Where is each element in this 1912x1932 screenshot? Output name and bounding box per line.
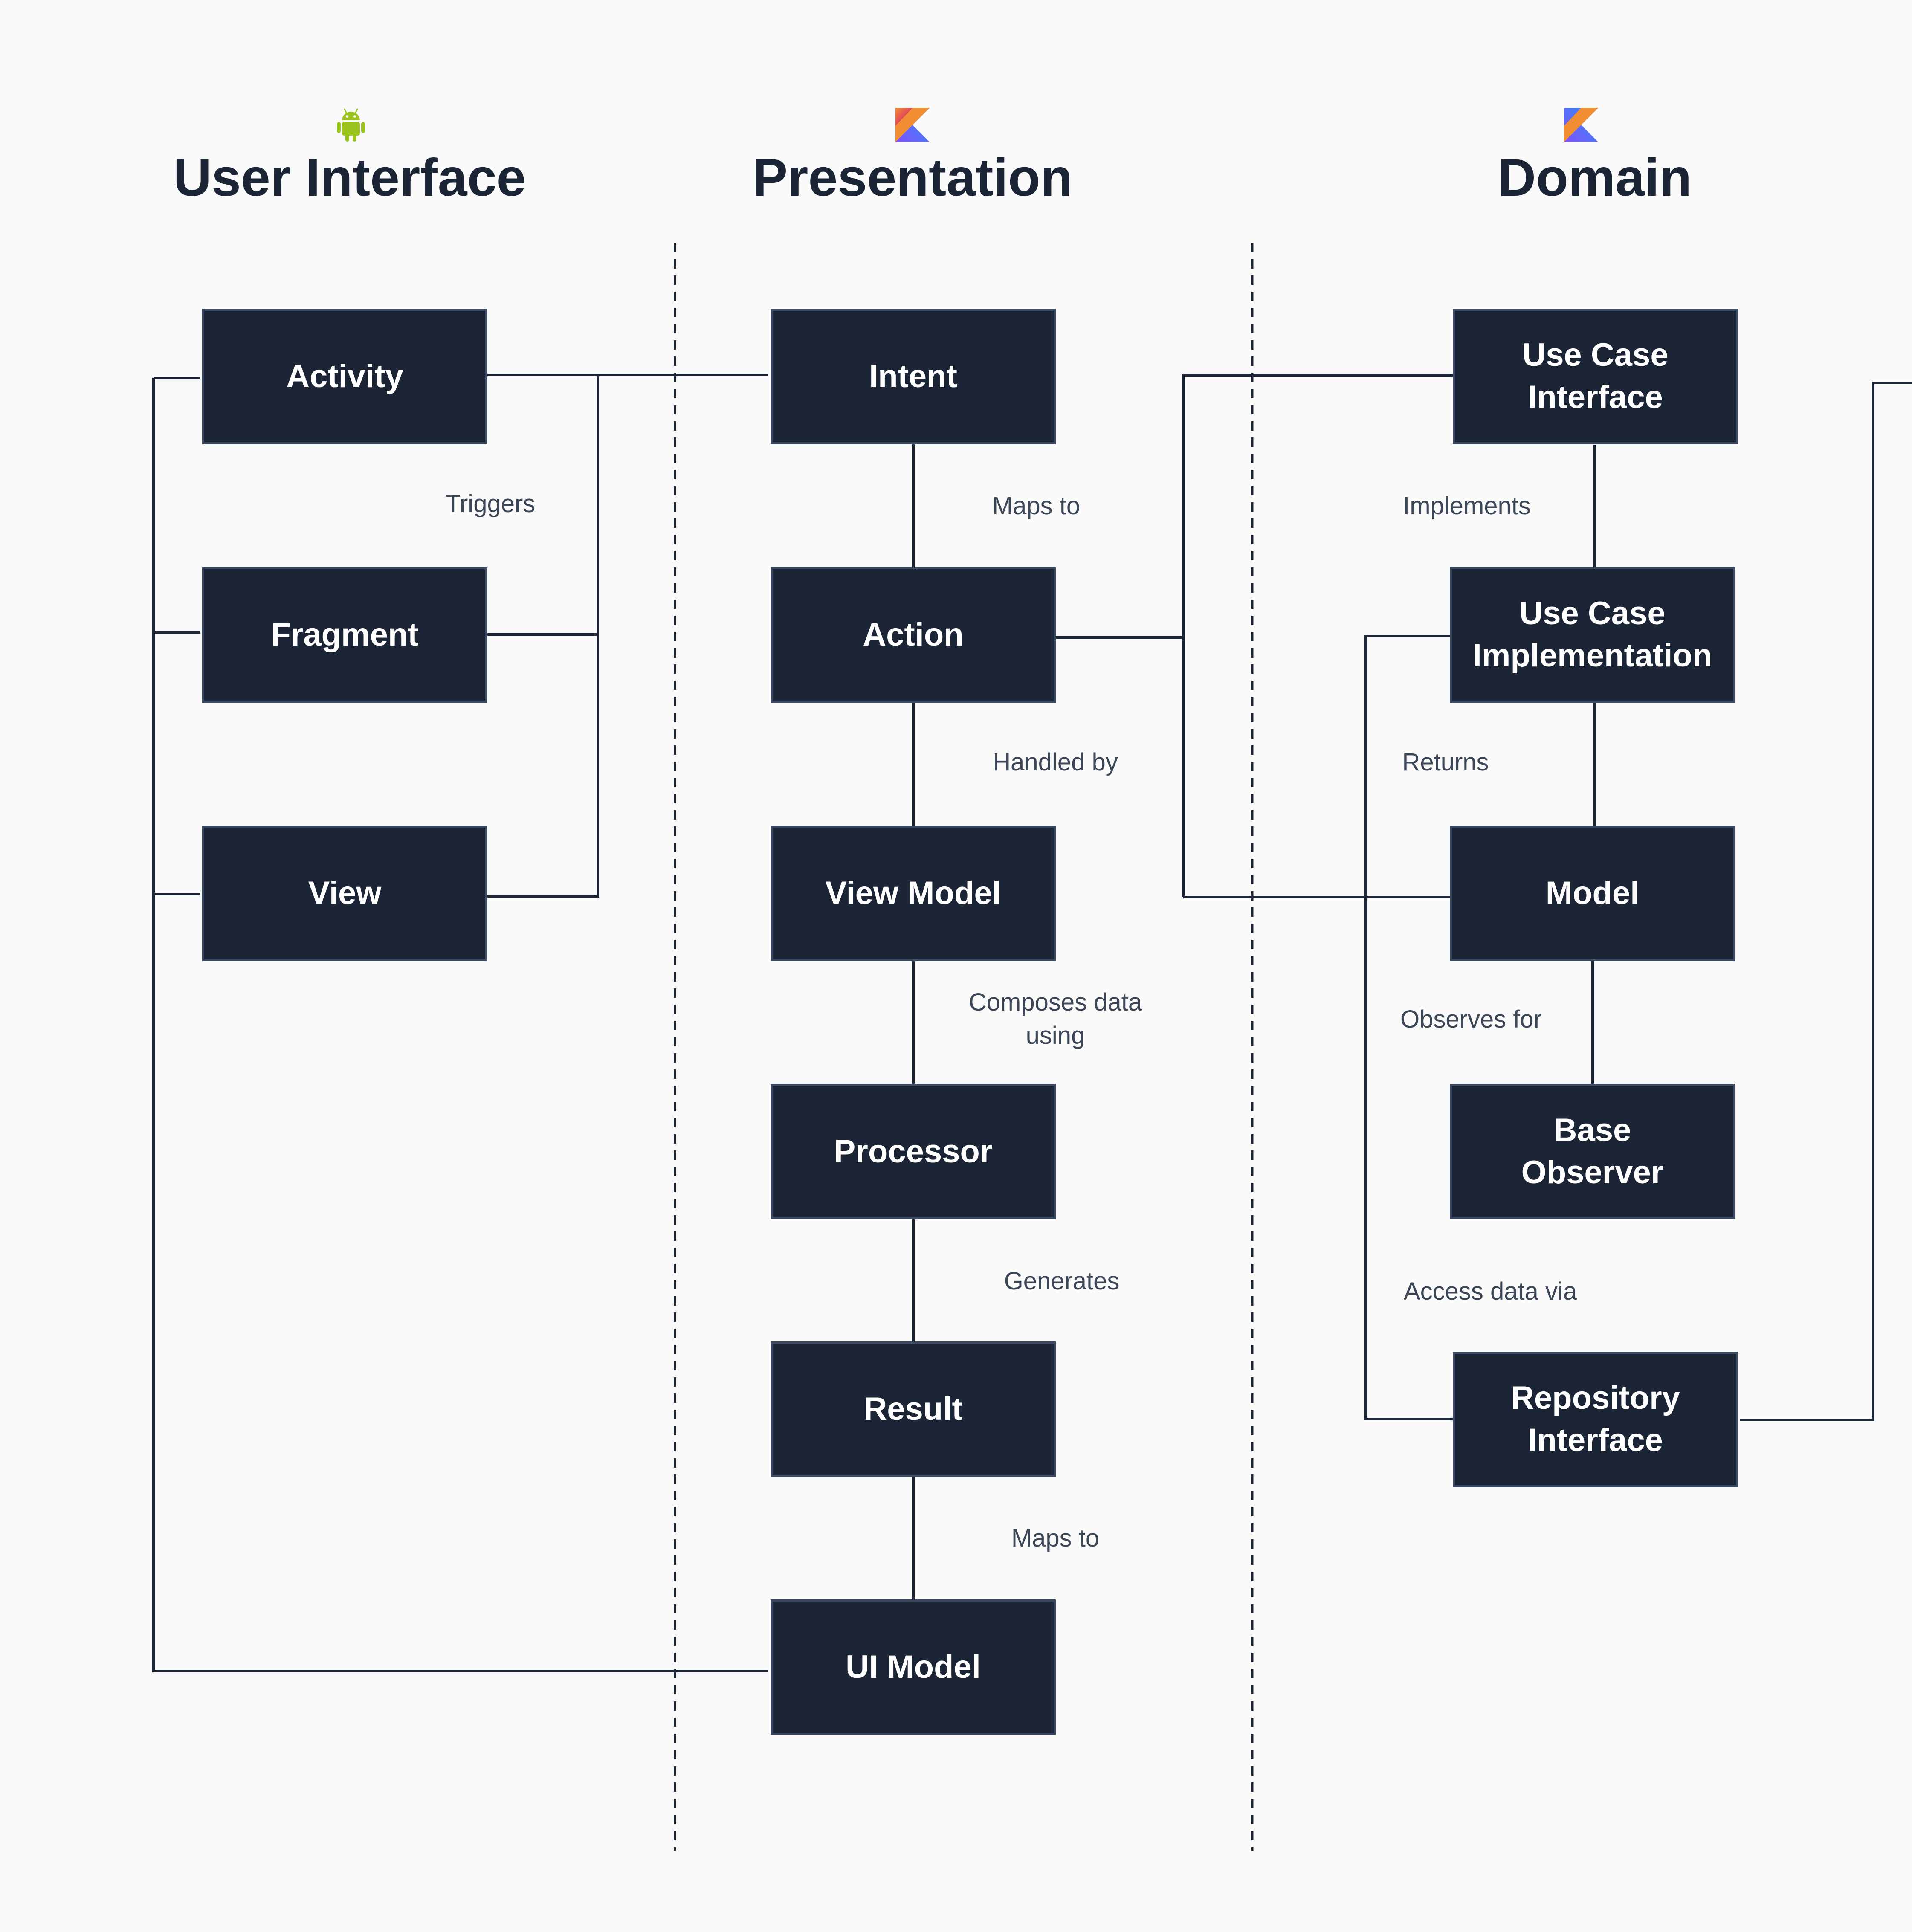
node-processor: Processor: [771, 1084, 1056, 1219]
node-repository-interface: Repository Interface: [1453, 1352, 1738, 1487]
node-base-observer: Base Observer: [1450, 1084, 1735, 1219]
edge-label-maps-to: Maps to: [992, 492, 1081, 520]
node-fragment: Fragment: [202, 567, 487, 703]
column-title-domain: Domain: [1498, 148, 1692, 207]
node-ui-model: UI Model: [771, 1599, 1056, 1735]
edge-label-generates: Generates: [1004, 1267, 1120, 1295]
node-result: Result: [771, 1341, 1056, 1477]
edge-label-access-data-via: Access data via: [1403, 1277, 1577, 1305]
android-icon: [337, 108, 365, 142]
column-title-presentation: Presentation: [752, 148, 1073, 207]
node-intent: Intent: [771, 309, 1056, 444]
node-activity: Activity: [202, 309, 487, 444]
edge-implementation-to-repository: [1364, 635, 1453, 1420]
edge-label-implements: Implements: [1403, 492, 1531, 520]
edge-view-trigger: [487, 634, 599, 898]
node-model: Model: [1450, 826, 1735, 961]
edge-external-to-repository: [1740, 382, 1912, 1421]
edge-action-to-use-case-interface: [1182, 374, 1453, 897]
edge-label-maps-to: Maps to: [1011, 1524, 1100, 1552]
node-action: Action: [771, 567, 1056, 703]
edge-ui-model-to-ui: [152, 378, 768, 1672]
column-title-user-interface: User Interface: [173, 148, 526, 207]
kotlin-icon: [1564, 108, 1598, 142]
node-view-model: View Model: [771, 826, 1056, 961]
edge-label-observes-for: Observes for: [1400, 1005, 1542, 1033]
edge-label-returns: Returns: [1402, 748, 1489, 776]
node-view: View: [202, 826, 487, 961]
node-use-case-implementation: Use Case Implementation: [1450, 567, 1735, 703]
edge-label-composes-data-using: Composes data using: [968, 988, 1142, 1050]
edge-label-handled-by: Handled by: [993, 748, 1118, 776]
node-use-case-interface: Use Case Interface: [1453, 309, 1738, 444]
edge-label-triggers: Triggers: [445, 490, 536, 518]
kotlin-icon: [895, 108, 930, 142]
